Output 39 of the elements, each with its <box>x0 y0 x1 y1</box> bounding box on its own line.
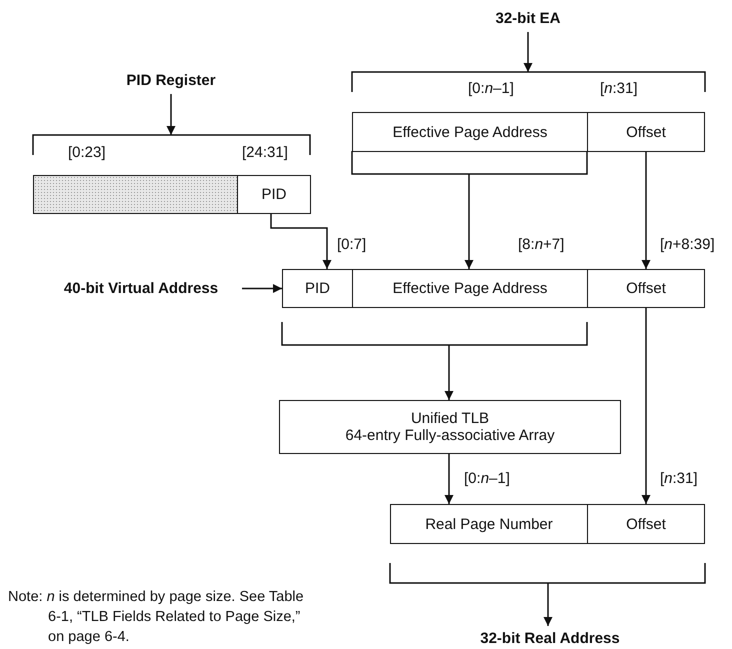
bit-range-label: [n+8:39] <box>660 236 715 253</box>
arrow <box>544 583 552 626</box>
arrow <box>270 214 332 269</box>
address-field: Offset <box>587 112 705 152</box>
address-field: Offset <box>587 269 705 308</box>
address-field: PID <box>282 269 353 308</box>
address-field: Real Page Number <box>390 504 588 544</box>
bit-range-label: [0:7] <box>337 236 366 253</box>
bit-range-label: [n:31] <box>660 470 698 487</box>
bit-range-label: [8:n+7] <box>518 236 564 253</box>
box-text: 64-entry Fully-associative Array <box>345 427 555 444</box>
arrow <box>242 284 282 293</box>
bracket <box>351 151 588 175</box>
register-field: PID <box>237 175 311 214</box>
box-text: Unified TLB <box>410 410 490 427</box>
address-field: Effective Page Address <box>352 269 588 308</box>
note-text: Note: n is determined by page size. See Table 6-1, “TLB Fields Related to Page Size,” on page 6-4. <box>8 588 305 647</box>
bit-range-label: [0:23] <box>68 144 106 161</box>
bit-range-label: [24:31] <box>242 144 288 161</box>
bit-range-label: [0:n–1] <box>468 80 514 97</box>
address-field: Offset <box>587 504 705 544</box>
arrow <box>464 174 474 269</box>
arrow <box>444 454 454 504</box>
address-field: Effective Page Address <box>352 112 588 152</box>
title-text: 32-bit Real Address <box>470 628 630 649</box>
title-text: 32-bit EA <box>478 6 578 30</box>
bit-range-label: [n:31] <box>600 80 638 97</box>
arrow <box>166 94 176 135</box>
title-text: PID Register <box>111 68 231 92</box>
arrow <box>642 152 650 269</box>
arrow <box>444 345 454 400</box>
bracket <box>389 563 706 584</box>
reserved-field <box>33 175 238 214</box>
arrow <box>642 308 650 504</box>
bit-range-label: [0:n–1] <box>464 470 510 487</box>
process-box <box>279 400 621 454</box>
bracket <box>281 322 588 346</box>
arrow <box>524 32 532 72</box>
title-text: 40-bit Virtual Address <box>40 276 242 300</box>
